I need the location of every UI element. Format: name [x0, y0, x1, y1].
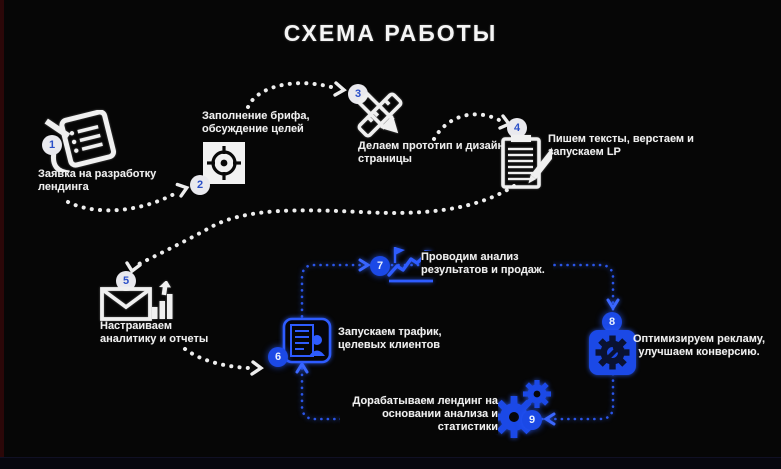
gear-wrench-icon: [589, 330, 636, 375]
step-4: [500, 132, 552, 190]
step-9-badge: 9: [522, 410, 542, 430]
step-2-label: Заполнение брифа, обсуждение целей: [202, 110, 310, 135]
request-form-pen-icon: [44, 110, 117, 172]
step-7: [386, 245, 436, 285]
step-8-badge: 8: [602, 312, 622, 332]
step-9: [490, 380, 554, 438]
step-1-badge: 1: [42, 135, 62, 155]
step-4-label: Пишем тексты, верстаем и запускаем LP: [548, 133, 694, 158]
step-5-badge: 5: [116, 271, 136, 291]
step-6-label: Запускаем трафик, целевых клиентов: [338, 326, 442, 351]
step-5-label: Настраиваем аналитику и отчеты: [100, 320, 209, 345]
step-1: [40, 110, 128, 172]
step-9-label: Дорабатываем лендинг на основании анализ…: [340, 395, 498, 434]
step-6: [282, 317, 332, 364]
step-4-badge: 4: [507, 118, 527, 138]
edge-artifact-left: [0, 0, 4, 469]
step-5: [100, 281, 174, 321]
edge-artifact-bottom: [0, 457, 781, 469]
step-8-label: Оптимизируем рекламу, улучшаем конверсию…: [632, 333, 766, 358]
step-6-badge: 6: [268, 347, 288, 367]
line-chart-icon: [387, 247, 433, 283]
step-7-badge: 7: [370, 256, 390, 276]
step-2-badge: 2: [190, 175, 210, 195]
mail-analytics-icon: [100, 281, 173, 321]
step-3-label: Делаем прототип и дизайн страницы: [358, 140, 505, 165]
step-2: [203, 142, 245, 184]
page-title: СХЕМА РАБОТЫ: [283, 20, 498, 46]
step-7-label: Проводим анализ результатов и продаж.: [421, 251, 553, 277]
traffic-clients-icon: [282, 317, 332, 364]
target-crosshair-icon: [203, 142, 245, 184]
gears-icon: [493, 380, 551, 438]
step-8: [589, 330, 636, 375]
pencil-ruler-cross-icon: [356, 91, 403, 138]
document-pen-icon: [501, 135, 552, 189]
step-3: [354, 90, 406, 140]
step-1-label: Заявка на разработку лендинга: [38, 168, 157, 193]
